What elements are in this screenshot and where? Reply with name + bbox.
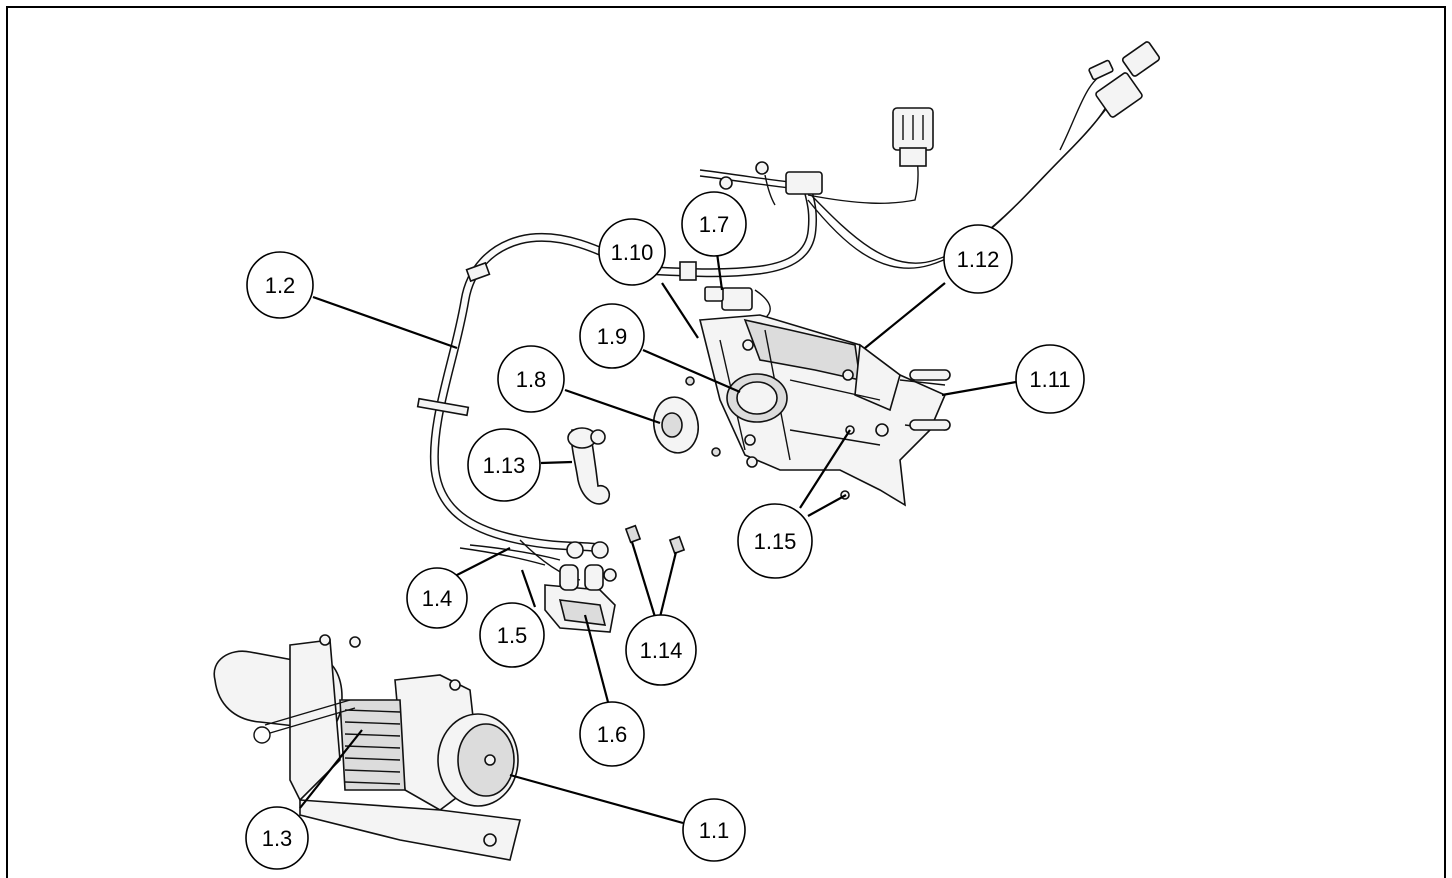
callout-1-1: 1.1 [682, 798, 746, 862]
callout-1-7: 1.7 [681, 191, 747, 257]
callout-label: 1.15 [754, 529, 797, 554]
callout-label: 1.10 [611, 240, 654, 265]
callout-1-12: 1.12 [943, 224, 1013, 294]
winch-assembly [213, 634, 521, 861]
leader-1-7 [715, 252, 724, 291]
callout-label: 1.6 [597, 722, 628, 747]
leader-1-3 [299, 729, 363, 809]
callout-label: 1.4 [422, 586, 453, 611]
callout-1-13: 1.13 [467, 428, 541, 502]
leader-1-2 [312, 295, 458, 350]
winch-contactor [544, 541, 617, 633]
leader-1-15a [799, 429, 851, 509]
callout-1-5: 1.5 [479, 602, 545, 668]
callout-label: 1.12 [957, 247, 1000, 272]
harness-connectors [704, 41, 1161, 311]
leader-1-14b [658, 551, 678, 618]
callout-label: 1.14 [640, 638, 683, 663]
callout-1-11: 1.11 [1015, 344, 1085, 414]
leader-1-5 [520, 569, 537, 608]
leader-1-9 [642, 348, 741, 394]
cable-ties [416, 261, 697, 417]
callout-label: 1.9 [597, 324, 628, 349]
leader-1-13 [540, 460, 573, 465]
callout-label: 1.7 [699, 212, 730, 237]
leader-1-4 [454, 547, 511, 577]
callout-1-2: 1.2 [246, 251, 314, 319]
leader-1-11 [941, 380, 1017, 397]
callout-1-3: 1.3 [245, 806, 309, 870]
leader-1-10 [661, 282, 699, 339]
contactor-screws [624, 524, 686, 555]
callout-label: 1.2 [265, 273, 296, 298]
callout-label: 1.11 [1029, 367, 1070, 392]
callout-1-10: 1.10 [598, 218, 666, 286]
cable-stopper [652, 396, 700, 454]
callout-1-8: 1.8 [497, 345, 565, 413]
leader-1-8 [564, 388, 661, 425]
leader-1-12 [864, 282, 946, 349]
callout-label: 1.1 [699, 818, 730, 843]
leader-1-14a [630, 541, 657, 618]
leader-1-1 [509, 773, 684, 825]
fairlead-hole [726, 373, 788, 423]
callout-1-14: 1.14 [625, 614, 697, 686]
callout-label: 1.5 [497, 623, 528, 648]
small-bolts [685, 376, 721, 457]
callout-1-15: 1.15 [737, 503, 813, 579]
leader-lines [299, 252, 1017, 825]
leader-1-15b [807, 494, 847, 517]
callout-label: 1.3 [262, 826, 293, 851]
winch-hook [567, 427, 611, 505]
leader-1-6 [583, 614, 610, 703]
callout-label: 1.8 [516, 367, 547, 392]
diagram-frame [6, 6, 1446, 878]
callout-1-9: 1.9 [579, 303, 645, 369]
callout-1-6: 1.6 [579, 701, 645, 767]
winch-mounting-bracket [698, 314, 951, 507]
callout-label: 1.13 [483, 453, 526, 478]
callout-1-4: 1.4 [406, 567, 468, 629]
